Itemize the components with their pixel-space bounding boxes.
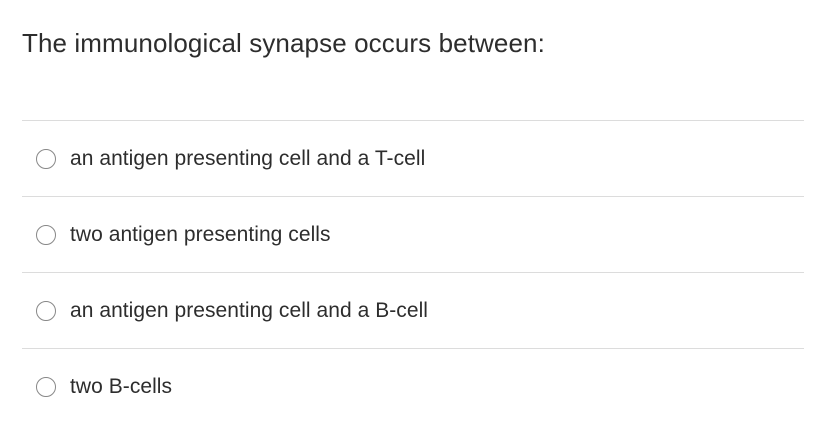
question-stem: The immunological synapse occurs between… [22, 28, 545, 58]
radio-unchecked-icon[interactable] [36, 224, 56, 245]
radio-unchecked-icon[interactable] [36, 376, 56, 397]
answer-option-4[interactable]: two B-cells [22, 348, 804, 424]
answer-option-3[interactable]: an antigen presenting cell and a B-cell [22, 272, 804, 348]
answer-options-list: an antigen presenting cell and a T-cell … [0, 120, 826, 424]
radio-unchecked-icon[interactable] [36, 148, 56, 169]
answer-option-1[interactable]: an antigen presenting cell and a T-cell [22, 120, 804, 196]
answer-option-2[interactable]: two antigen presenting cells [22, 196, 804, 272]
radio-unchecked-icon[interactable] [36, 300, 56, 321]
answer-option-label: two B-cells [70, 374, 173, 398]
answer-option-label: an antigen presenting cell and a B-cell [70, 298, 429, 322]
answer-option-label: an antigen presenting cell and a T-cell [70, 146, 426, 170]
answer-option-label: two antigen presenting cells [70, 222, 331, 246]
